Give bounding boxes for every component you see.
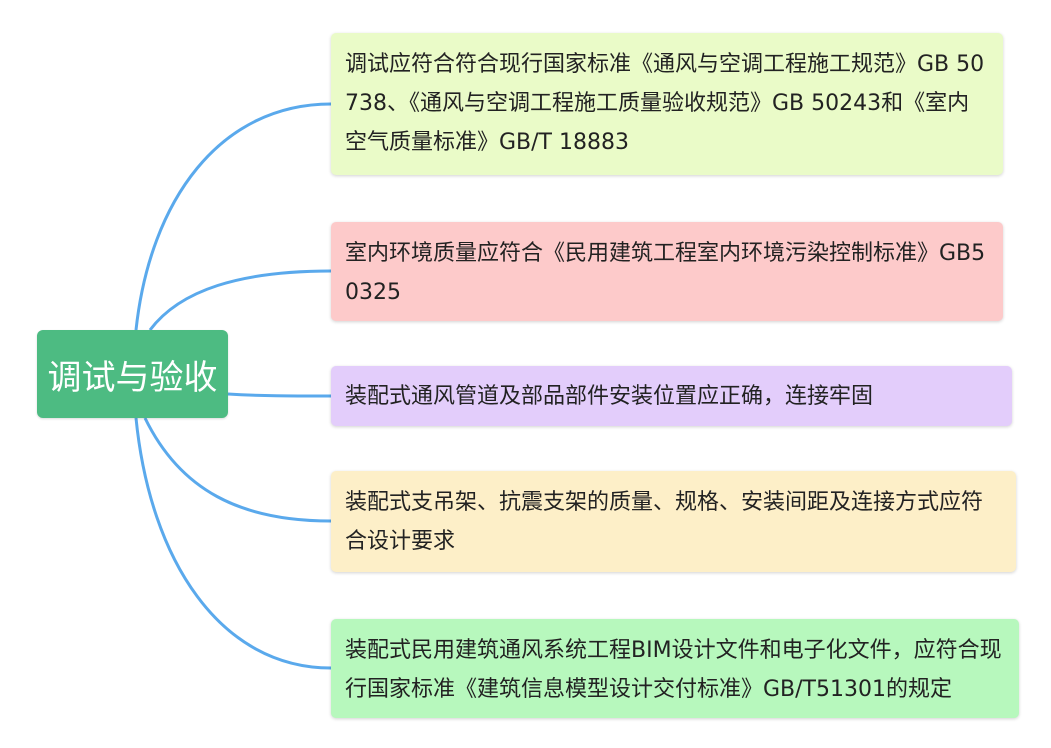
connector-branch-4 <box>143 417 332 523</box>
connector-branch-3 <box>227 392 332 398</box>
branch-node-1[interactable]: 调试应符合符合现行国家标准《通风与空调工程施工规范》GB 50738、《通风与空… <box>331 33 1003 175</box>
branch-node-5[interactable]: 装配式民用建筑通风系统工程BIM设计文件和电子化文件，应符合现行国家标准《建筑信… <box>331 619 1019 718</box>
connector-branch-5 <box>134 417 332 670</box>
branch-node-2[interactable]: 室内环境质量应符合《民用建筑工程室内环境污染控制标准》GB50325 <box>331 222 1003 321</box>
connector-branch-1 <box>134 102 332 331</box>
root-node[interactable]: 调试与验收 <box>37 330 228 418</box>
branch-node-3[interactable]: 装配式通风管道及部品部件安装位置应正确，连接牢固 <box>331 366 1012 426</box>
connector-branch-2 <box>148 269 332 331</box>
branch-node-4[interactable]: 装配式支吊架、抗震支架的质量、规格、安装间距及连接方式应符合设计要求 <box>331 471 1016 572</box>
